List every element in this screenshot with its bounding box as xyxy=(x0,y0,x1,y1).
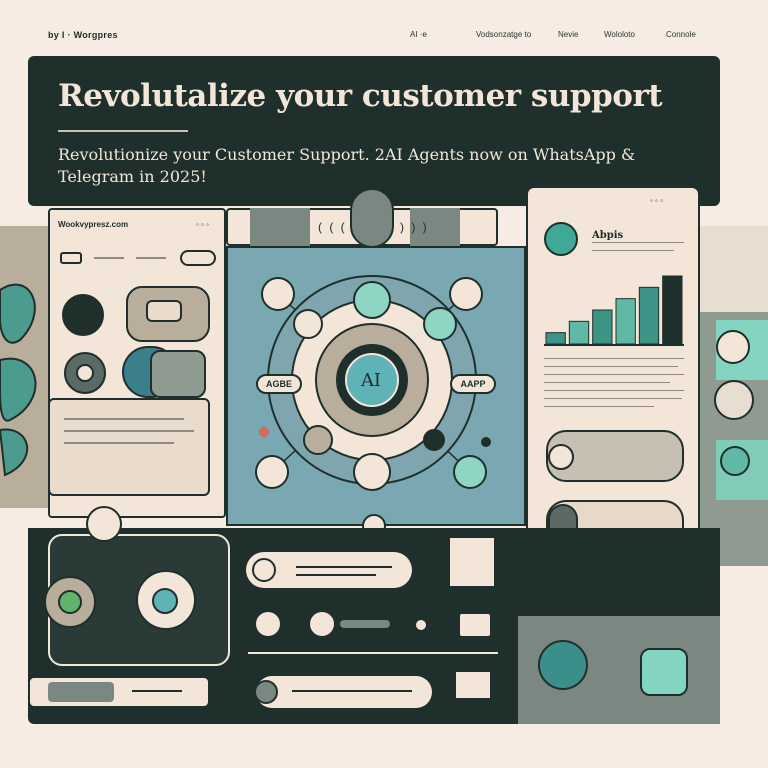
right-gear-icon xyxy=(716,330,750,364)
phone-title: Abpis xyxy=(592,230,624,241)
text-line xyxy=(592,250,674,251)
text-line xyxy=(544,406,654,407)
pin-icon xyxy=(86,506,122,542)
chart-bar xyxy=(638,286,660,345)
message-pill[interactable] xyxy=(256,676,432,708)
settings-gear-icon xyxy=(714,380,754,420)
phone-controls-icon: ◦ ◦ ◦ xyxy=(650,196,663,205)
chat-bubble[interactable] xyxy=(546,430,684,482)
hero-title: Revolutalize your customer support xyxy=(58,78,663,114)
mail-icon xyxy=(454,670,492,700)
chat-grey-bubble-icon xyxy=(150,350,206,398)
text-line xyxy=(544,374,684,375)
chart-bar xyxy=(592,309,613,345)
avatar xyxy=(544,222,578,256)
browser-url: Wookvypresz.com xyxy=(58,220,129,229)
chat-screen-icon xyxy=(62,294,104,336)
text-line xyxy=(544,382,670,383)
text-line xyxy=(296,566,392,568)
option-icon[interactable] xyxy=(308,610,336,638)
input-tag xyxy=(48,682,114,702)
chart-bar xyxy=(662,275,683,345)
nav-link-website[interactable]: Wololoto xyxy=(604,30,635,39)
plant-leaf-icon xyxy=(0,283,37,477)
window-icon[interactable] xyxy=(458,612,492,638)
hand-tap-icon xyxy=(640,648,688,696)
text-line xyxy=(296,574,376,576)
top-nav: by I · Worgpres AI ·e Vodsonzatge to Nev… xyxy=(0,0,768,56)
text-line xyxy=(592,242,684,243)
record-dot-icon xyxy=(76,364,94,382)
option-icon[interactable] xyxy=(254,610,282,638)
text-line xyxy=(132,690,182,692)
browser-tab[interactable] xyxy=(60,252,82,264)
telegram-logo-icon xyxy=(152,588,178,614)
bot-icon xyxy=(252,558,276,582)
hero-divider xyxy=(58,130,188,132)
hub-badge-left[interactable]: AGBE xyxy=(256,374,302,394)
menu-line xyxy=(94,257,124,259)
text-line xyxy=(544,390,684,391)
toolbar-segment xyxy=(250,208,310,246)
hub-network-diagram xyxy=(255,275,491,491)
nav-link-services[interactable]: Vodsonzatge to xyxy=(476,30,532,39)
toolbar-dots-icon: ) ) ) xyxy=(400,220,429,234)
toolbar-segment xyxy=(410,208,460,246)
bot-face-icon xyxy=(720,446,750,476)
nav-link-news[interactable]: Nevie xyxy=(558,30,579,39)
content-line xyxy=(64,430,194,432)
text-line xyxy=(292,690,412,692)
nav-link-ai[interactable]: AI ·e xyxy=(410,30,427,39)
text-line xyxy=(544,358,684,359)
chart-bar xyxy=(568,320,590,345)
ai-core-label: AI xyxy=(360,370,382,391)
network-node-icon xyxy=(538,640,588,690)
hub-badge-right[interactable]: AAPP xyxy=(450,374,496,394)
toolbar-dots-icon: ( ( ( xyxy=(318,220,347,234)
brand-logo[interactable]: by I · Worgpres xyxy=(48,30,118,40)
toggle-dot[interactable] xyxy=(414,618,428,632)
hero-subtitle: Revolutionize your Customer Support. 2AI… xyxy=(58,145,636,186)
smile-icon xyxy=(548,444,574,470)
content-panel xyxy=(48,398,210,496)
envelope-icon xyxy=(448,536,496,588)
whatsapp-logo-icon xyxy=(58,590,82,614)
menu-line xyxy=(136,257,166,259)
chart-bar xyxy=(545,332,566,345)
text-line xyxy=(544,398,682,399)
text-line xyxy=(544,366,678,367)
content-line xyxy=(64,442,174,444)
progress-bar xyxy=(340,620,390,628)
window-controls-icon: ◦ ◦ ◦ xyxy=(196,220,209,229)
right-decor-stairs xyxy=(700,226,768,312)
divider-line xyxy=(248,652,498,654)
message-icon xyxy=(146,300,182,322)
bar-chart xyxy=(544,275,684,346)
user-icon xyxy=(254,680,278,704)
browser-search-field[interactable] xyxy=(180,250,216,266)
content-line xyxy=(64,418,184,420)
location-pin-icon xyxy=(350,188,394,248)
chart-bar xyxy=(615,298,636,345)
nav-link-contact[interactable]: Connole xyxy=(666,30,696,39)
